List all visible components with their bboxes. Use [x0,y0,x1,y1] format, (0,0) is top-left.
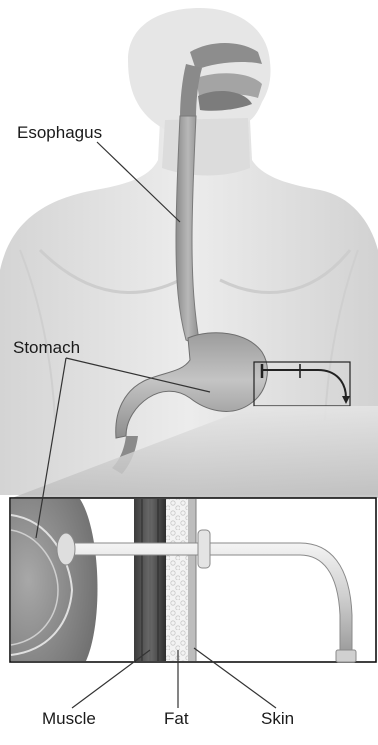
label-muscle: Muscle [42,710,96,727]
label-stomach: Stomach [13,339,80,356]
internal-bumper [57,533,75,565]
fat-layer [166,499,188,661]
external-bumper [198,530,210,568]
label-fat: Fat [164,710,189,727]
stomach-wall [11,499,97,661]
label-skin: Skin [261,710,294,727]
peritoneal-space [98,499,134,661]
label-esophagus: Esophagus [17,124,102,141]
detail-panel [10,498,376,662]
tube-connector [336,650,356,662]
neck [162,118,250,176]
skin-layer [188,499,196,661]
